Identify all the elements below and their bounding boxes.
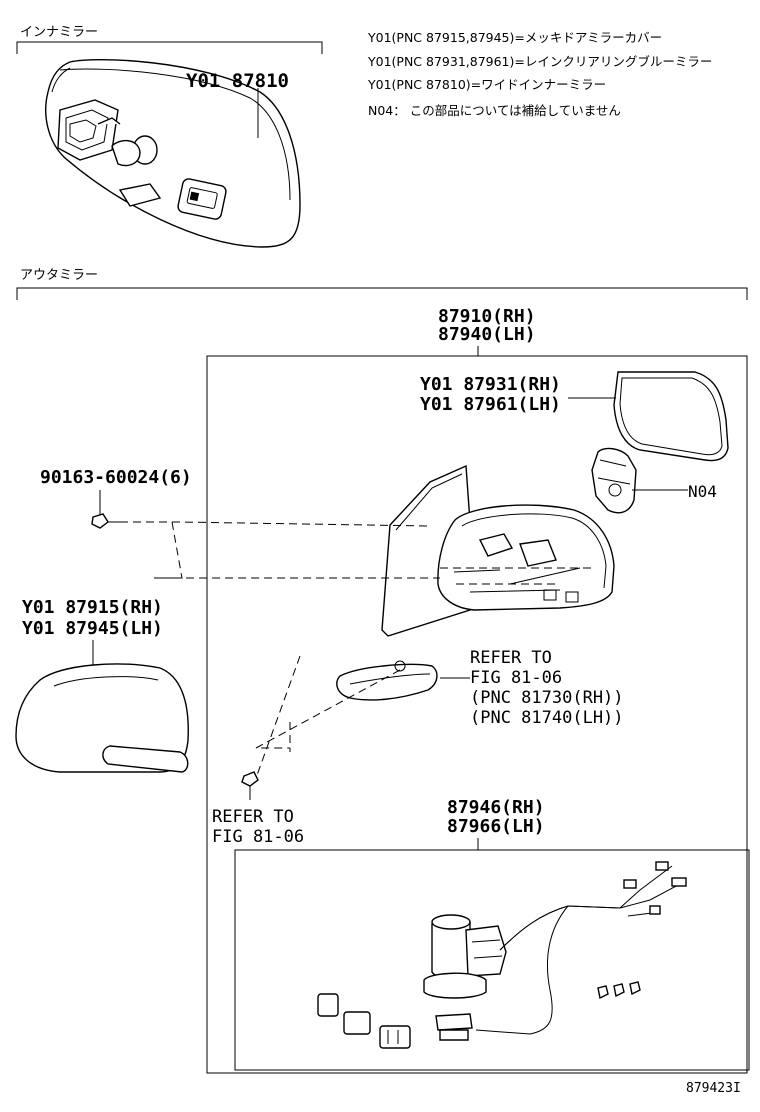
cover-lh-label: Y01 87945(LH) — [22, 618, 163, 639]
inner-mirror-bracket — [16, 41, 323, 54]
refer-fig-line-4: (PNC 81740(LH)) — [470, 708, 624, 728]
assy-rh-label: 87910(RH) — [438, 306, 536, 327]
outer-mirror-section-header: アウタミラー — [16, 268, 748, 300]
screw-drawing: 90163-60024(6) — [40, 467, 192, 529]
cover-rh-label: Y01 87915(RH) — [22, 597, 163, 618]
glass-rh-label: Y01 87931(RH) — [420, 374, 561, 395]
screw-label: 90163-60024(6) — [40, 467, 192, 488]
n04-label: N04 — [688, 482, 717, 501]
n04-part-drawing: N04 — [591, 447, 717, 514]
refer-fig-line-3: (PNC 81730(RH)) — [470, 688, 624, 708]
inner-mirror-section-header: インナミラー — [16, 25, 323, 54]
inner-mirror-heading: インナミラー — [20, 25, 98, 40]
refer-screw-drawing: REFER TO FIG 81-06 — [212, 771, 304, 847]
note-line-2: Y01(PNC 87931,87961)=レインクリアリングブルーミラー — [367, 54, 712, 69]
motor-frame — [234, 849, 750, 1071]
figure-id-label: 879423I — [686, 1081, 741, 1096]
motor-lh-label: 87966(LH) — [447, 816, 545, 837]
notes-block: Y01(PNC 87915,87945)=メッキドアミラーカバー Y01(PNC… — [367, 30, 712, 118]
mirror-cover-drawing: Y01 87915(RH) Y01 87945(LH) — [15, 597, 189, 773]
mirror-glass-drawing: Y01 87931(RH) Y01 87961(LH) — [420, 371, 729, 462]
refer-screw-line-2: FIG 81-06 — [212, 827, 304, 847]
small-screws — [597, 981, 641, 1000]
assy-lh-label: 87940(LH) — [438, 324, 536, 345]
glass-lh-label: Y01 87961(LH) — [420, 394, 561, 415]
refer-screw-line-1: REFER TO — [212, 807, 294, 827]
mirror-housing-drawing — [120, 464, 615, 637]
motor-assembly-drawing — [317, 861, 687, 1049]
refer-fig-line-1: REFER TO — [470, 648, 552, 668]
note-line-1: Y01(PNC 87915,87945)=メッキドアミラーカバー — [367, 30, 662, 45]
assembly-frame — [206, 355, 748, 1074]
inner-mirror-drawing: Y01 87810 — [45, 58, 301, 248]
refer-fig-line-2: FIG 81-06 — [470, 668, 562, 688]
outer-mirror-heading: アウタミラー — [20, 268, 98, 283]
turn-lamp-drawing: REFER TO FIG 81-06 (PNC 81730(RH)) (PNC … — [255, 648, 624, 779]
note-line-3: Y01(PNC 87810)=ワイドインナーミラー — [367, 77, 606, 92]
outer-mirror-bracket — [16, 287, 748, 300]
inner-mirror-part-label: Y01 87810 — [186, 70, 289, 92]
note-line-4: N04： この部品については補給していません — [368, 103, 621, 118]
motor-rh-label: 87946(RH) — [447, 797, 545, 818]
